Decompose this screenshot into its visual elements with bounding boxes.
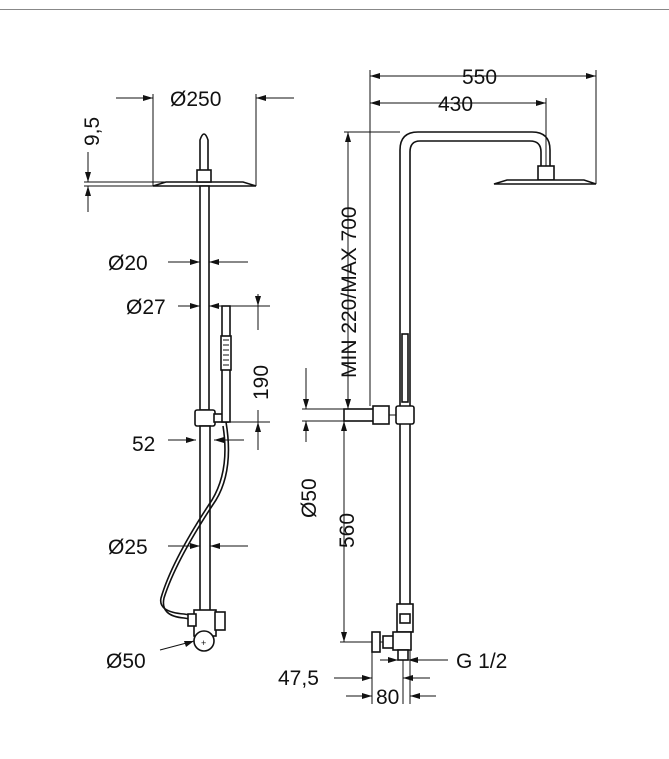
front-lower-tube [199,425,211,613]
side-sliding-sleeve [401,333,409,403]
dim-thread: G 1/2 [456,650,507,673]
dim-mixer-diameter: Ø50 [106,650,146,673]
front-hose [162,421,230,621]
front-hand-shower-nozzles [223,339,229,366]
front-hose-inner [159,425,226,617]
front-bracket-collar [194,409,216,427]
dim-arm-reach: 430 [438,93,473,116]
front-view: + [152,133,257,652]
dim-hand-shower-length: 190 [250,365,273,400]
front-mixer-mark: + [201,638,206,648]
side-diverter-knob [399,613,411,624]
side-outlet-pipe [397,649,409,661]
dim-height-range: MIN 220/MAX 700 [338,206,361,378]
side-shower-head [493,179,597,185]
dim-connection-spacing: 80 [376,686,399,709]
dim-hand-shower-diameter: Ø27 [126,296,166,319]
dim-total-reach: 550 [462,66,497,89]
dim-head-diameter: Ø250 [170,88,221,111]
front-gooseneck-tip [199,133,209,170]
front-mixer-outlet [187,613,197,627]
dim-bracket-offset: 52 [132,433,155,456]
side-head-connector [537,165,555,181]
side-wall-bracket [343,408,375,422]
front-shower-head [152,181,257,187]
front-hand-shower-spray [220,335,232,371]
side-column-outer [399,131,551,624]
front-view-dimensions: Ø250 9,5 Ø20 Ø27 [81,88,294,673]
front-head-connector [196,169,212,183]
dim-bracket-height: 560 [336,513,359,548]
front-mixer-handle [214,611,226,631]
dim-bracket-diameter: Ø50 [298,478,321,518]
frame-top-border [0,9,669,10]
side-bracket-joint [372,405,390,425]
dim-upper-tube-diameter: Ø20 [108,252,148,275]
side-view [343,131,597,661]
side-view-dimensions: 550 430 MIN 220/MAX 700 Ø50 [278,66,597,709]
dim-lower-tube-diameter: Ø25 [108,536,148,559]
dim-head-thickness: 9,5 [81,117,104,146]
side-connector-outlet [392,631,412,651]
front-upper-tube [199,185,210,411]
side-column-inner [409,140,542,624]
side-wall-flange [371,631,381,653]
dim-wall-offset: 47,5 [278,667,319,690]
side-bracket-clamp [395,405,415,425]
